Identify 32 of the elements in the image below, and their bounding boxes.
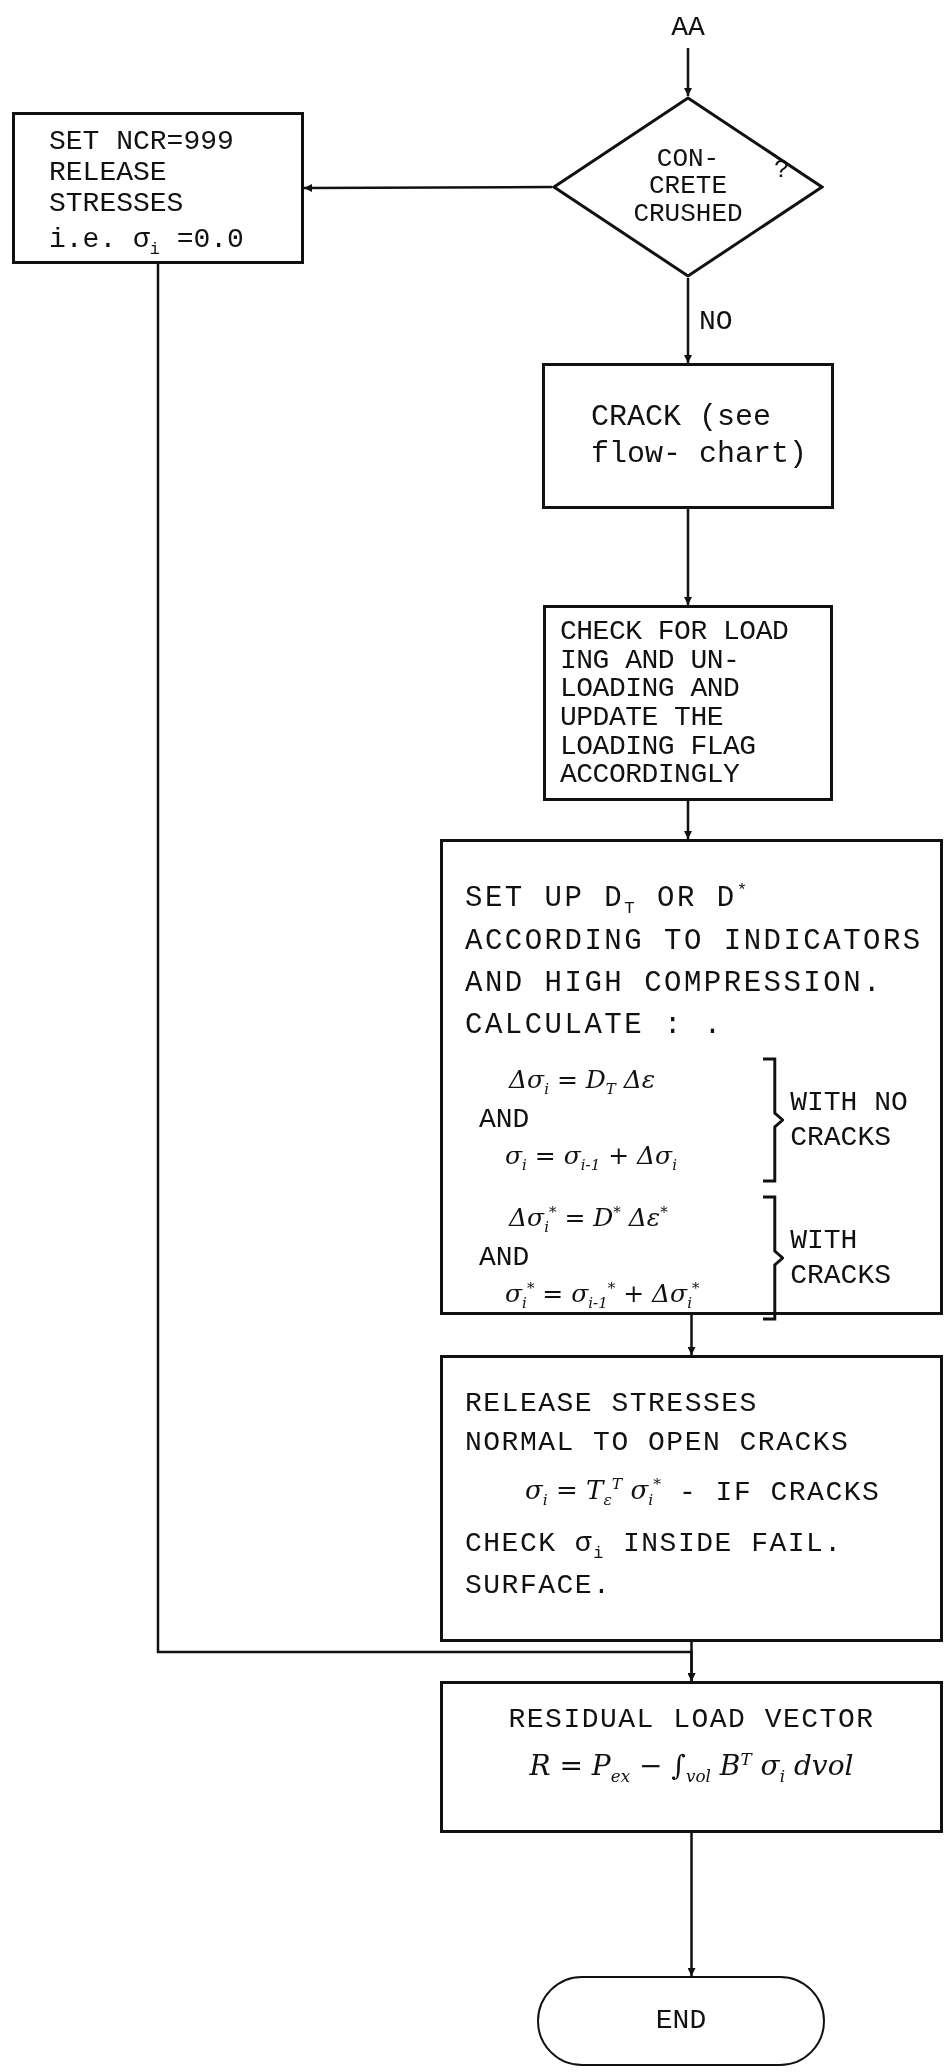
- equation: σ$_{i}$ = σ$_{i-1}$ + Δσ$_{i}$: [505, 1142, 678, 1175]
- process-box: [440, 1355, 943, 1642]
- process-text: AND: [479, 1242, 531, 1275]
- terminal-text: END: [655, 2004, 707, 2038]
- decision-text: CON- CRETE CRUSHED: [632, 146, 744, 228]
- connector-label: AA: [671, 11, 705, 45]
- arrow: [687, 1315, 696, 1355]
- condition-text: WITH NO CRACKS: [790, 1086, 909, 1156]
- arrow: [684, 509, 692, 605]
- condition-text: WITH CRACKS: [790, 1224, 893, 1294]
- process-text: AND: [479, 1104, 531, 1137]
- arrow: [684, 801, 692, 839]
- process-text: RELEASE STRESSES NORMAL TO OPEN CRACKS: [465, 1387, 851, 1461]
- arrow: [684, 48, 692, 96]
- arrow: [687, 1833, 696, 1976]
- process-text: - IF CRACKS: [679, 1477, 881, 1510]
- process-text: CHECK σ$_{i}$ INSIDE FAIL. SURFACE.: [465, 1527, 844, 1603]
- equation: R = P$_{ex}$ − ∫$_{vol}$ B$^{T}$ σ$_{i}$ dvol: [529, 1750, 854, 1787]
- process-box: [543, 605, 833, 801]
- arrow: [304, 183, 552, 192]
- process-text: SET UP D$_{T}$ OR D$^{*}$ ACCORDING TO INDICATORS AND HIGH COMPRESSION. CALCULATE : .: [465, 880, 924, 1045]
- arrow: [156, 264, 696, 1681]
- process-box: [542, 363, 834, 509]
- process-text: i.e. σ$_{i}$ =0.0: [49, 225, 245, 260]
- equation: Δσ$_{i}$$^{*}$ = D$^{*}$ Δε$^{*}$: [509, 1203, 669, 1237]
- process-text: CHECK FOR LOAD ING AND UN- LOADING AND UPDATE THE LOADING FLAG ACCORDINGLY: [560, 618, 790, 790]
- arrow: [684, 278, 692, 363]
- process-box: [440, 1681, 943, 1833]
- equation: Δσ$_{i}$ = D$_{T}$ Δε: [509, 1065, 657, 1099]
- process-text: CRACK (see flow- chart): [591, 398, 809, 473]
- process-box: [12, 112, 304, 264]
- process-text: RESIDUAL LOAD VECTOR: [508, 1704, 875, 1737]
